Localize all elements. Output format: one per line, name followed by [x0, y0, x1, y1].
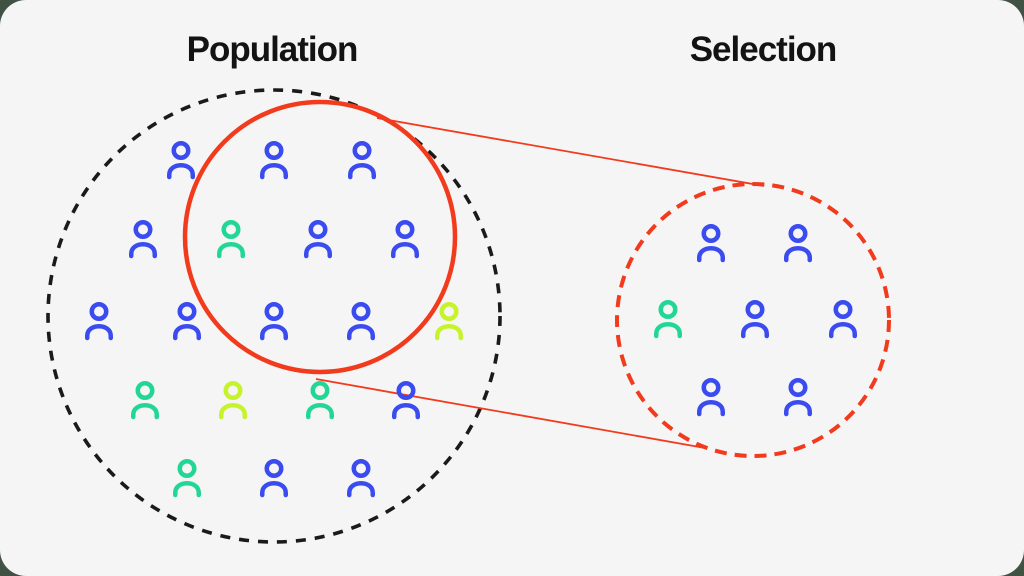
person-icon-blue — [831, 302, 855, 336]
population-title: Population — [186, 30, 359, 69]
person-icon-green — [175, 461, 199, 495]
person-icon-blue — [350, 143, 374, 177]
selection-icons — [656, 226, 855, 414]
person-icon-yellow — [221, 383, 245, 417]
person-icon-blue — [786, 226, 810, 260]
person-icon-yellow — [437, 304, 461, 338]
person-icon-green — [219, 222, 243, 256]
person-icon-blue — [699, 380, 723, 414]
person-icon-blue — [393, 222, 417, 256]
person-icon-blue — [169, 143, 193, 177]
person-icon-blue — [262, 461, 286, 495]
person-icon-blue — [786, 380, 810, 414]
person-icon-blue — [262, 304, 286, 338]
person-icon-blue — [394, 383, 418, 417]
person-icon-blue — [743, 302, 767, 336]
population-circle — [46, 88, 502, 544]
selection-title: Selection — [689, 30, 838, 69]
person-icon-blue — [131, 222, 155, 256]
connector-line — [376, 117, 765, 187]
selection-circle — [615, 182, 891, 458]
person-icon-blue — [699, 226, 723, 260]
population-icons — [87, 143, 461, 495]
connector-line — [315, 378, 706, 449]
person-icon-blue — [349, 304, 373, 338]
person-icon-blue — [262, 143, 286, 177]
connector-lines — [315, 117, 765, 449]
zoom-circle — [182, 99, 458, 375]
person-icon-blue — [306, 222, 330, 256]
person-icon-green — [308, 383, 332, 417]
person-icon-green — [656, 302, 680, 336]
person-icon-green — [133, 383, 157, 417]
person-icon-blue — [87, 304, 111, 338]
person-icon-blue — [349, 461, 373, 495]
person-icon-blue — [175, 304, 199, 338]
